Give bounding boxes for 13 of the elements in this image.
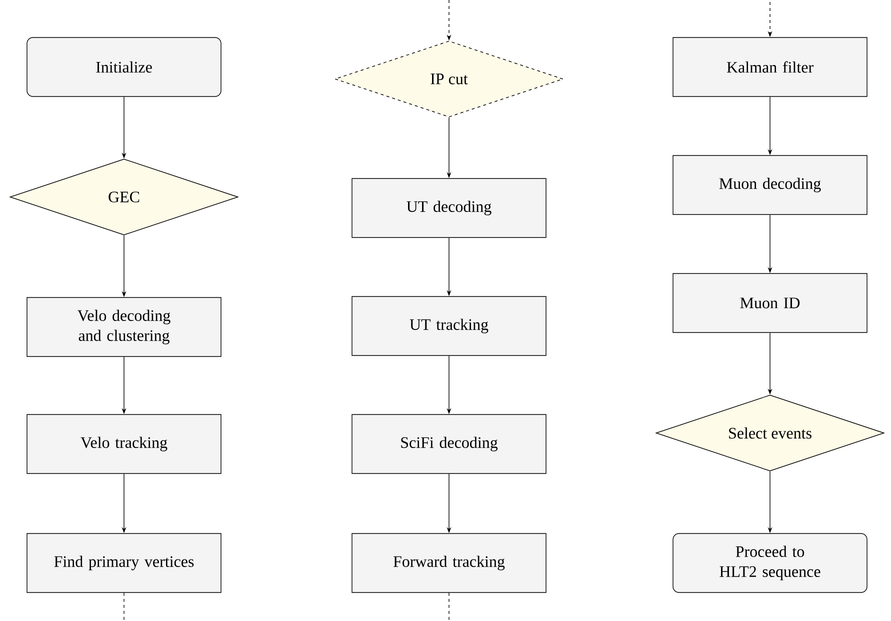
connector-line (448, 592, 450, 621)
process-box: Kalman filter (672, 37, 868, 97)
terminal-box: Proceed to HLT2 sequence (672, 533, 868, 593)
process-box: Forward tracking (352, 533, 546, 593)
process-box: Muon decoding (672, 155, 868, 215)
process-box: Muon ID (672, 273, 868, 333)
process-box: SciFi decoding (352, 414, 546, 474)
process-box: UT decoding (352, 178, 546, 238)
process-box: Velo decoding and clustering (26, 297, 222, 357)
process-box: Find primary vertices (26, 533, 222, 593)
process-box: UT tracking (352, 296, 546, 356)
terminal-box: Initialize (26, 37, 222, 97)
process-box: Velo tracking (26, 414, 222, 474)
